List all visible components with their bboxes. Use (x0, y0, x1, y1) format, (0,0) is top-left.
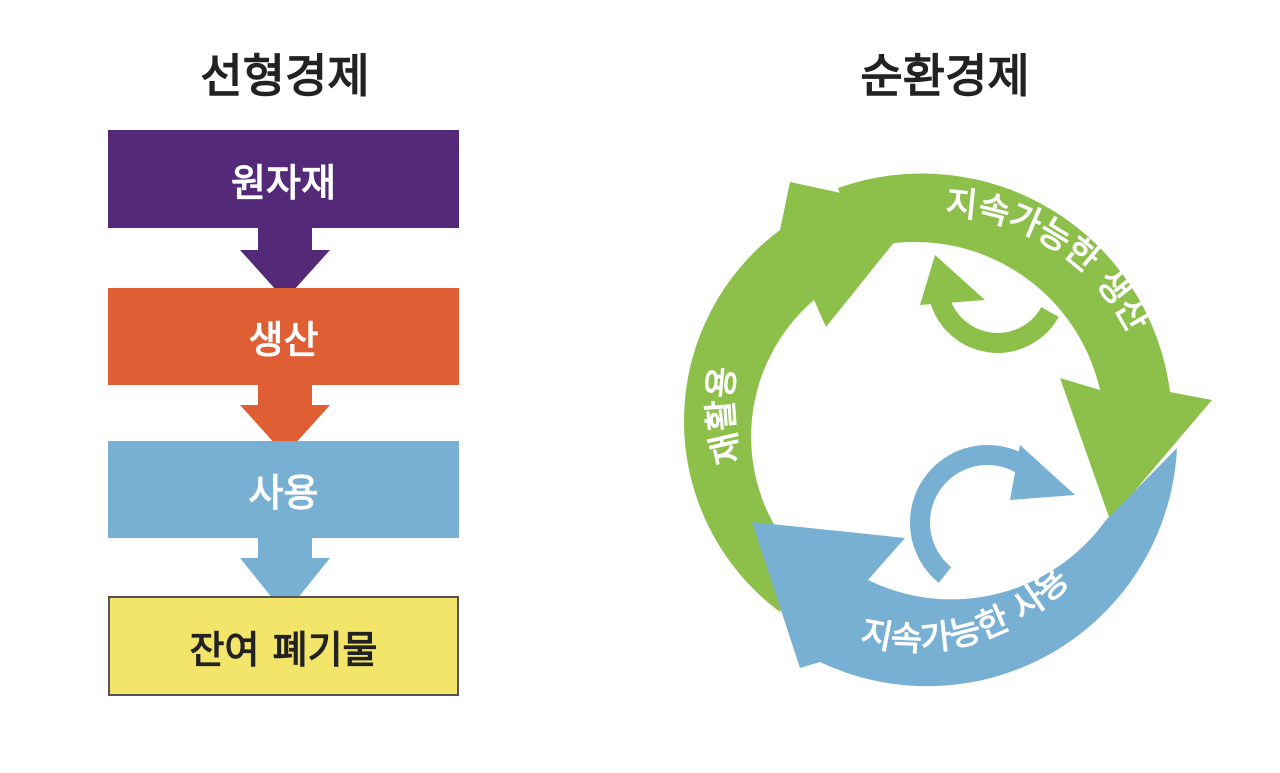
step-residual-waste: 잔여 폐기물 (108, 596, 459, 696)
step-production: 생산 (108, 288, 459, 385)
inner-production-loop-arrow (930, 296, 1059, 353)
step-raw-materials-label: 원자재 (231, 160, 336, 205)
recycle-label: 재활용 (701, 365, 750, 468)
circular-economy-title: 순환경제 (860, 49, 1030, 103)
sustainable-production-ring-segment (838, 173, 1212, 520)
recycle-ring-segment (683, 182, 920, 612)
step-production-label: 생산 (248, 318, 319, 362)
arrow-down-1 (240, 228, 330, 300)
step-use: 사용 (108, 441, 459, 538)
inner-production-loop-arrowhead (920, 255, 985, 305)
sustainable-use-ring-segment (752, 448, 1177, 687)
step-raw-materials: 원자재 (108, 130, 459, 228)
inner-use-loop-arrow (909, 444, 1037, 583)
step-residual-waste-label: 잔여 폐기물 (189, 627, 378, 672)
step-use-label: 사용 (248, 471, 319, 515)
linear-economy-title: 선형경제 (200, 49, 370, 103)
arrow-down-3 (240, 538, 330, 614)
arrow-down-2 (240, 385, 330, 455)
recycle-label-path: 재활용 (701, 365, 750, 468)
inner-use-loop-arrowhead (1010, 445, 1075, 500)
